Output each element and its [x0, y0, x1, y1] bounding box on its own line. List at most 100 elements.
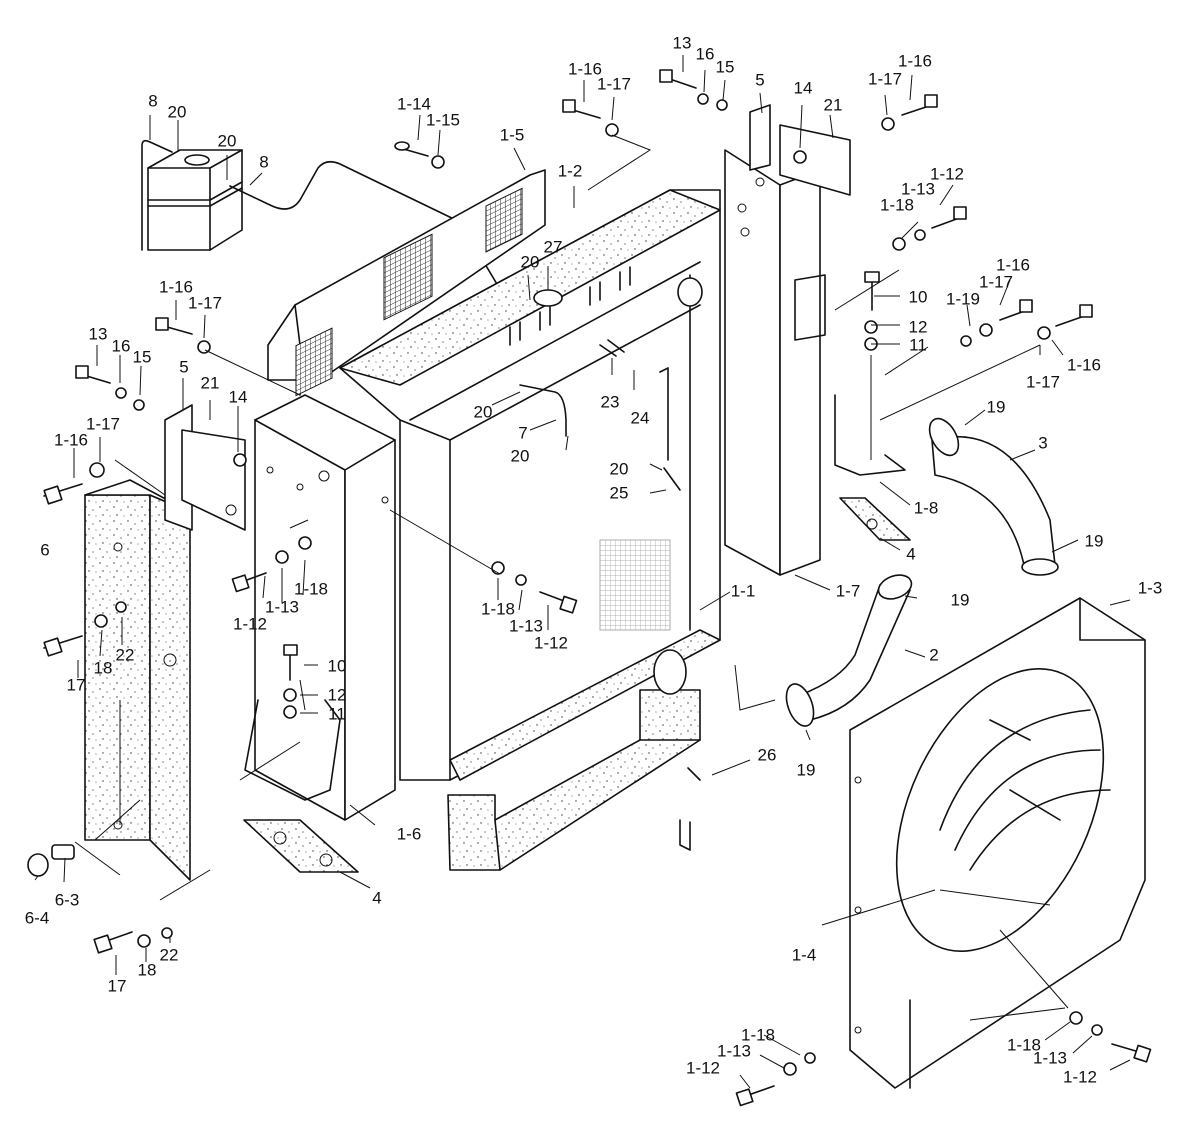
callout-label: 19	[796, 760, 816, 780]
callout-label: 1-13	[1032, 1048, 1068, 1068]
callout-label: 1-12	[232, 614, 268, 634]
callout-label: 1-12	[685, 1058, 721, 1078]
callout-label: 5	[179, 357, 189, 377]
right-foot	[834, 394, 911, 541]
fan-shroud	[849, 597, 1146, 1089]
callout-label: 10	[908, 287, 928, 307]
upper-shroud	[267, 169, 546, 397]
callout-label: 8	[148, 91, 158, 111]
callout-label: 6	[40, 540, 50, 560]
left-mount-plate	[164, 404, 246, 531]
callout-label: 16	[111, 336, 131, 356]
callout-label: 1-17	[867, 69, 903, 89]
top-tank-slots	[509, 266, 631, 346]
leader-lines	[34, 55, 1131, 1089]
callout-label: 1-16	[897, 51, 933, 71]
callout-label: 20	[217, 131, 237, 151]
callout-label: 1-3	[1137, 578, 1163, 598]
callout-label: 1-16	[995, 255, 1031, 275]
callout-label: 1-1	[730, 581, 756, 601]
callout-label: 1-18	[740, 1025, 776, 1045]
callout-label: 1-15	[425, 110, 461, 130]
callout-label: 24	[630, 408, 650, 428]
callout-label: 15	[132, 347, 152, 367]
callout-label: 1-17	[187, 293, 223, 313]
hose-3	[928, 417, 1059, 576]
callout-label: 4	[372, 888, 382, 908]
right-mount-plate	[749, 104, 851, 196]
callout-label: 1-7	[835, 581, 861, 601]
callout-label: 18	[93, 658, 113, 678]
callout-label: 12	[327, 685, 347, 705]
callout-label: 19	[1084, 531, 1104, 551]
callout-label: 17	[66, 675, 86, 695]
outlet-pipe	[653, 277, 703, 695]
callout-label: 20	[510, 446, 530, 466]
callout-label: 6-4	[24, 908, 50, 928]
callout-label: 12	[908, 317, 928, 337]
callout-label: 1-2	[557, 161, 583, 181]
reservoir-tank	[147, 149, 243, 251]
callout-label: 1-18	[293, 579, 329, 599]
callout-label: 1-17	[1025, 372, 1061, 392]
callout-label: 22	[115, 645, 135, 665]
callout-label: 1-17	[978, 272, 1014, 292]
callout-label: 1-18	[480, 599, 516, 619]
callout-label: 1-17	[596, 74, 632, 94]
callout-label: 26	[757, 745, 777, 765]
left-column	[84, 479, 191, 881]
callout-label: 1-16	[158, 277, 194, 297]
callout-label: 15	[715, 57, 735, 77]
callout-label: 11	[909, 335, 927, 355]
fasteners	[27, 69, 1152, 1107]
callout-label: 1-12	[929, 164, 965, 184]
callout-label: 1-19	[945, 289, 981, 309]
callout-label: 13	[672, 33, 692, 53]
callout-label: 5	[755, 70, 765, 90]
callout-label: 25	[609, 483, 629, 503]
callout-label: 1-14	[396, 94, 432, 114]
callout-label: 7	[518, 423, 528, 443]
radiator-core	[339, 189, 721, 781]
callout-label: 6-3	[54, 890, 80, 910]
callout-label: 14	[228, 387, 248, 407]
hose-2	[785, 574, 913, 727]
callout-label: 22	[159, 945, 179, 965]
callout-label: 1-13	[716, 1041, 752, 1061]
callout-label: 1-8	[913, 498, 939, 518]
callout-label: 11	[328, 704, 346, 724]
callout-label: 3	[1038, 433, 1048, 453]
callout-label: 2	[929, 645, 939, 665]
callout-label: 1-6	[396, 824, 422, 844]
callout-label: 14	[793, 78, 813, 98]
mounting-foot-left	[243, 699, 359, 873]
callout-label: 27	[543, 237, 563, 257]
callout-label: 23	[600, 392, 620, 412]
callout-label: 1-16	[53, 430, 89, 450]
right-side-bracket	[724, 149, 826, 576]
callout-label: 1-12	[1062, 1067, 1098, 1087]
callout-label: 1-18	[1006, 1035, 1042, 1055]
callout-label: 1-4	[791, 945, 817, 965]
callout-label: 19	[986, 397, 1006, 417]
callout-label: 10	[327, 656, 347, 676]
callout-label: 1-17	[85, 414, 121, 434]
callout-label: 4	[906, 544, 916, 564]
callout-label: 1-18	[879, 195, 915, 215]
callout-label: 18	[137, 960, 157, 980]
left-side-bracket	[254, 394, 396, 821]
callout-label: 1-16	[567, 59, 603, 79]
callout-label: 16	[695, 44, 715, 64]
callout-label: 1-13	[900, 179, 936, 199]
callout-label: 20	[473, 402, 493, 422]
callout-label: 17	[107, 976, 127, 996]
callout-label: 21	[200, 373, 220, 393]
hose-8	[141, 139, 511, 307]
callout-label: 19	[950, 590, 970, 610]
callout-label: 1-5	[499, 125, 525, 145]
callout-label: 8	[259, 152, 269, 172]
callout-label: 1-13	[264, 597, 300, 617]
callout-label: 20	[520, 252, 540, 272]
